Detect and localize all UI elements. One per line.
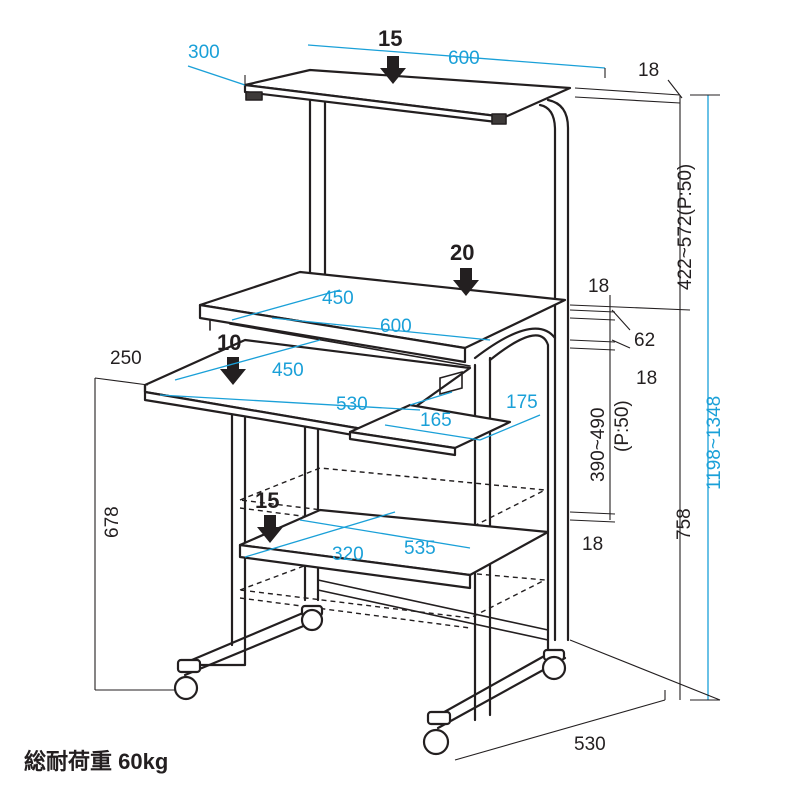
middle-shelf-front	[198, 303, 467, 364]
right-curve-support	[473, 327, 557, 652]
load-keyboard-arrow-icon	[220, 357, 246, 385]
dim-top-thickness: 18	[638, 60, 659, 81]
dim-bottom-width: 535	[404, 538, 436, 559]
top-shelf-bracket-left	[245, 91, 263, 101]
load-bottom-label: 15	[255, 488, 279, 513]
dim-top-depth: 300	[188, 42, 220, 63]
total-load-label: 総耐荷重	[24, 749, 113, 774]
total-load-value: 60kg	[118, 749, 169, 774]
load-middle-label: 20	[450, 240, 474, 265]
dim-top-height-range: 422~572(P:50)	[675, 164, 696, 290]
load-middle-arrow-icon	[453, 268, 479, 296]
dim-base-depth: 530	[574, 734, 606, 755]
load-top-label: 15	[378, 26, 402, 51]
dim-mouse-depth: 175	[506, 392, 538, 413]
dim-mouse-width: 165	[420, 410, 452, 431]
load-bottom-arrow-icon	[257, 515, 283, 543]
dim-keyboard-height: 678	[102, 506, 123, 538]
desk-illustration	[143, 68, 572, 756]
top-shelf-bracket-right	[491, 113, 507, 125]
dim-total-height-range: 1198~1348	[704, 396, 725, 490]
dim-keyboard-depth: 250	[110, 348, 142, 369]
base-rear-bar	[317, 579, 549, 641]
total-load-caption: 総耐荷重 60kg	[24, 744, 168, 776]
load-indicators: 15 20 10 15	[217, 26, 479, 543]
dim-mid-height-pitch: (P:50)	[612, 400, 633, 452]
mouse-tray-front	[348, 430, 457, 457]
dim-bottom-thickness: 18	[582, 534, 603, 555]
front-left-post	[230, 413, 247, 647]
dim-mid-thickness: 18	[588, 276, 609, 297]
middle-shelf-underside	[209, 319, 471, 367]
keyboard-rail	[439, 370, 463, 396]
caster-rear-left	[300, 604, 324, 632]
rear-right-post	[538, 98, 570, 642]
load-keyboard-label: 10	[217, 330, 241, 355]
dim-keyboard-width: 530	[336, 394, 368, 415]
dim-mid-height-range: 390~490	[588, 408, 609, 483]
dim-mid-gap: 62	[634, 330, 655, 351]
dimension-lines	[94, 44, 721, 761]
caster-front-left	[173, 658, 202, 701]
rear-left-post	[308, 98, 327, 302]
dim-mid-width: 600	[380, 316, 412, 337]
shelf-alt-position-lower	[239, 559, 548, 629]
dim-bottom-depth: 320	[332, 544, 364, 565]
dim-top-width: 600	[448, 48, 480, 69]
dim-mid-height: 758	[674, 508, 695, 540]
dim-mid-thickness-2: 18	[636, 368, 657, 389]
dim-keyboard-inner-depth: 450	[272, 360, 304, 381]
caster-front-right	[422, 710, 452, 756]
dim-mid-depth: 450	[322, 288, 354, 309]
bottom-shelf-front	[238, 543, 472, 590]
caster-rear-right	[541, 648, 567, 681]
dimension-labels: 300 600 18 422~572(P:50) 1198~1348 450 6…	[102, 42, 725, 755]
load-top-arrow-icon	[380, 56, 406, 84]
